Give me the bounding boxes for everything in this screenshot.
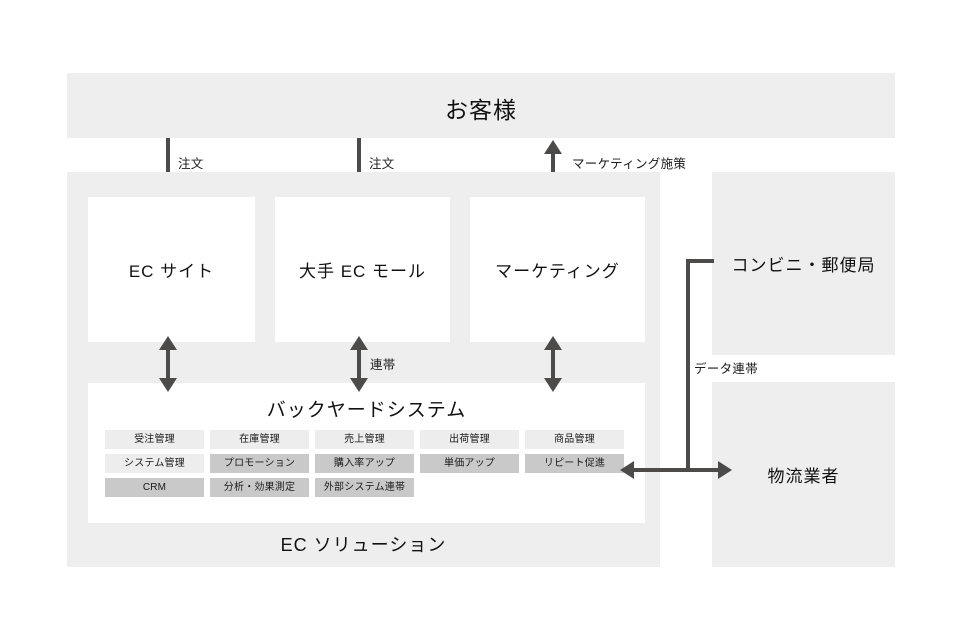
arrow-marketing-backyard-head-down — [544, 378, 562, 392]
backyard-tag: システム管理 — [105, 454, 204, 473]
arrow-ecsite-backyard-shaft — [166, 348, 170, 380]
arrow-marketing-backyard-shaft — [551, 348, 555, 380]
arrow-order-mall-shaft — [357, 138, 361, 180]
panel-logistics-title: 物流業者 — [767, 467, 840, 486]
box-backyard-system: バックヤードシステム 受注管理在庫管理売上管理出荷管理商品管理システム管理プロモ… — [88, 383, 645, 523]
arrow-ec-logistics-shaft — [632, 468, 720, 472]
arrow-marketing-head — [544, 140, 562, 154]
backyard-tag: 出荷管理 — [420, 430, 519, 449]
arrow-ec-logistics-head-left — [620, 461, 634, 479]
panel-convenience-store: コンビニ・郵便局 — [712, 172, 895, 355]
connector-conveni-horizontal — [686, 259, 714, 263]
arrow-mall-backyard-head-up — [350, 336, 368, 350]
backyard-tag: 購入率アップ — [315, 454, 414, 473]
arrow-order-ec-site-shaft — [166, 138, 170, 180]
backyard-tag: 単価アップ — [420, 454, 519, 473]
panel-customer-title: お客様 — [445, 97, 517, 123]
ec-solution-caption: EC ソリューション — [280, 535, 447, 555]
box-marketing: マーケティング — [470, 197, 645, 342]
box-ec-mall: 大手 EC モール — [275, 197, 450, 342]
flow-label-order-mall: 注文 — [369, 157, 395, 171]
arrow-mall-backyard-head-down — [350, 378, 368, 392]
box-ec-mall-label: 大手 EC モール — [298, 262, 427, 281]
arrow-ecsite-backyard-head-up — [159, 336, 177, 350]
backyard-tag: 売上管理 — [315, 430, 414, 449]
backyard-system-title: バックヤードシステム — [266, 400, 467, 421]
arrow-mall-backyard-shaft — [357, 348, 361, 380]
arrow-marketing-backyard-head-up — [544, 336, 562, 350]
arrow-ec-logistics-head-right — [718, 461, 732, 479]
flow-label-data-linkage: データ連帯 — [694, 362, 759, 376]
flow-label-linkage-mall: 連帯 — [370, 358, 396, 372]
panel-ec-solution: EC サイト 大手 EC モール マーケティング バックヤードシステム 受注管理… — [67, 172, 660, 567]
backyard-tag: 商品管理 — [525, 430, 624, 449]
panel-logistics: 物流業者 — [712, 382, 895, 567]
panel-convenience-store-title: コンビニ・郵便局 — [731, 256, 876, 275]
box-marketing-label: マーケティング — [495, 262, 620, 281]
backyard-tag: プロモーション — [210, 454, 309, 473]
backyard-tag-grid: 受注管理在庫管理売上管理出荷管理商品管理システム管理プロモーション購入率アップ単… — [105, 430, 629, 497]
arrow-ecsite-backyard-head-down — [159, 378, 177, 392]
backyard-tag: 分析・効果測定 — [210, 478, 309, 497]
box-ec-site: EC サイト — [88, 197, 255, 342]
connector-conveni-vertical — [686, 259, 690, 472]
flow-label-marketing: マーケティング施策 — [572, 157, 687, 171]
backyard-tag: 外部システム連帯 — [315, 478, 414, 497]
backyard-tag: 受注管理 — [105, 430, 204, 449]
box-ec-site-label: EC サイト — [128, 262, 215, 281]
backyard-tag: 在庫管理 — [210, 430, 309, 449]
flow-label-order-ec-site: 注文 — [178, 157, 204, 171]
panel-customer: お客様 — [67, 73, 895, 138]
backyard-tag: CRM — [105, 478, 204, 497]
backyard-tag: リピート促進 — [525, 454, 624, 473]
